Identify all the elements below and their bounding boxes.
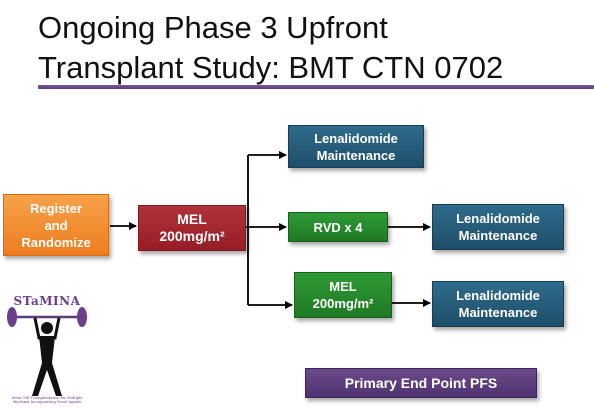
len3-line-2: Maintenance bbox=[458, 305, 538, 320]
len3-line-1: Lenalidomide bbox=[456, 288, 540, 303]
register-randomize-box: Register and Randomize bbox=[3, 194, 109, 256]
len2-line-2: Maintenance bbox=[458, 228, 538, 243]
rvd-label: RVD x 4 bbox=[313, 219, 363, 235]
stamina-logo: STaMINA Stem Cell Transplantation for Mu… bbox=[2, 268, 92, 413]
stamina-weightlifter-icon bbox=[7, 307, 87, 396]
primary-endpoint-box: Primary End Point PFS bbox=[305, 368, 537, 398]
len1-line-2: Maintenance bbox=[316, 147, 396, 163]
len2-line-1: Lenalidomide bbox=[456, 211, 540, 226]
mel2-line-2: 200mg/m² bbox=[312, 296, 374, 311]
title-line-2: Transplant Study: BMT CTN 0702 bbox=[38, 50, 504, 85]
mel-200-box: MEL 200mg/m² bbox=[138, 205, 246, 251]
title-underline bbox=[38, 85, 594, 89]
register-line-1: Register bbox=[29, 200, 83, 216]
lenalidomide-maintenance-box-1: Lenalidomide Maintenance bbox=[288, 125, 424, 168]
mel2-line-1: MEL bbox=[329, 279, 357, 294]
stamina-logo-caption: Stem Cell Transplantation for Multiple M… bbox=[11, 396, 83, 405]
endpoint-label: Primary End Point PFS bbox=[344, 374, 498, 391]
mel-200-box-2: MEL 200mg/m² bbox=[294, 272, 392, 318]
lenalidomide-maintenance-box-2: Lenalidomide Maintenance bbox=[432, 204, 564, 250]
register-line-3: Randomize bbox=[21, 234, 91, 250]
register-line-2: and bbox=[44, 217, 68, 233]
rvd-x4-box: RVD x 4 bbox=[288, 212, 388, 242]
slide-title: Ongoing Phase 3 Upfront Transplant Study… bbox=[38, 8, 503, 88]
stamina-logo-text: STaMINA bbox=[13, 294, 81, 308]
len1-line-1: Lenalidomide bbox=[314, 130, 398, 146]
mel1-line-2: 200mg/m² bbox=[159, 228, 225, 244]
lenalidomide-maintenance-box-3: Lenalidomide Maintenance bbox=[432, 281, 564, 327]
mel1-line-1: MEL bbox=[177, 211, 207, 227]
title-line-1: Ongoing Phase 3 Upfront bbox=[38, 10, 388, 45]
